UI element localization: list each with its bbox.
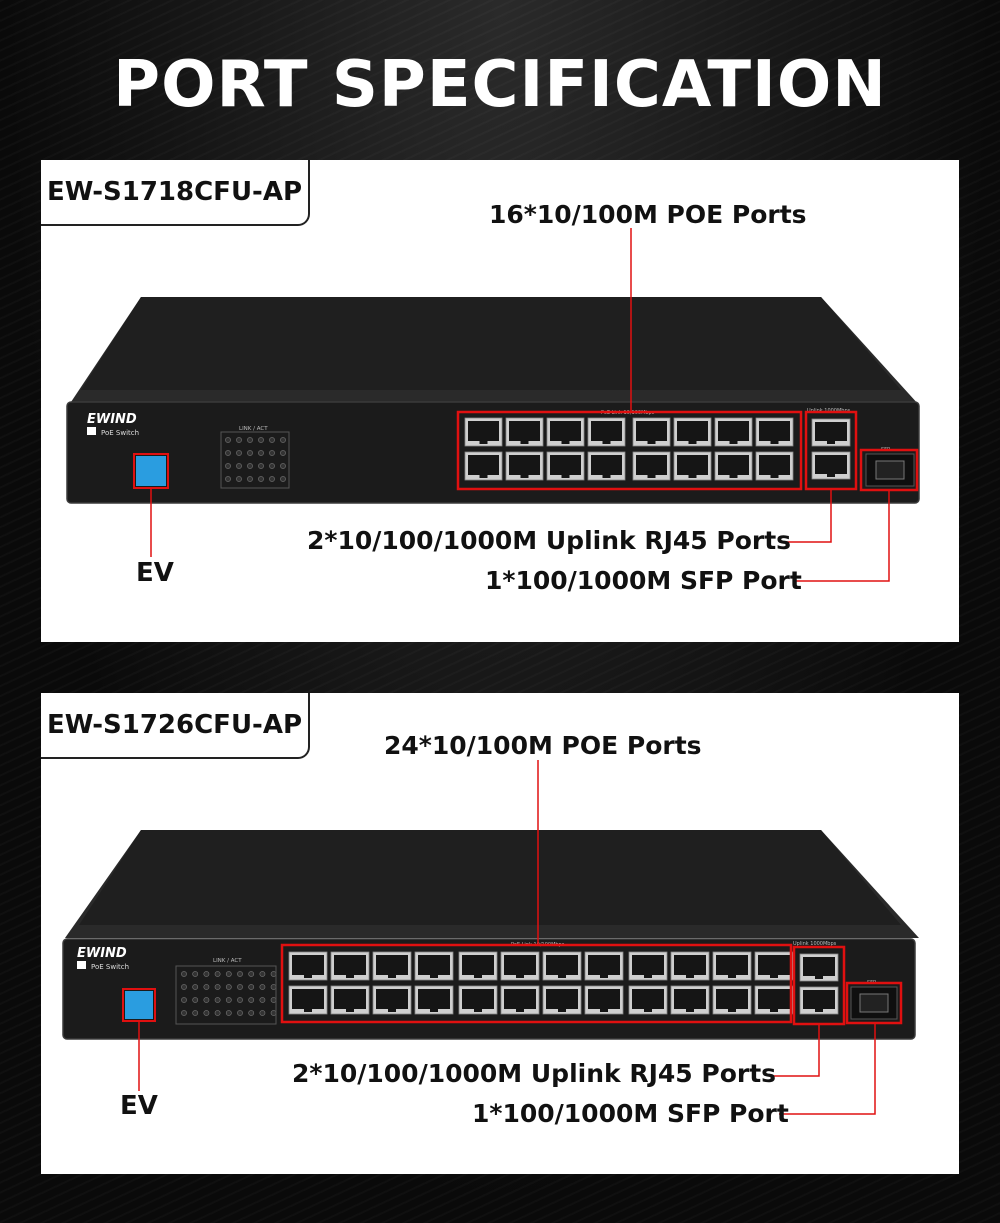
led-indicator xyxy=(181,1010,187,1016)
led-indicator xyxy=(181,971,187,977)
led-indicator xyxy=(259,984,266,990)
led-grid xyxy=(181,971,277,1016)
led-indicator xyxy=(236,437,242,443)
product-panel-2: EW-S1726CFU-AP EWIND PoE Switch LINK / A… xyxy=(41,693,959,1174)
led-indicator xyxy=(269,437,275,443)
uplink-ports xyxy=(799,953,839,1015)
led-indicator xyxy=(247,463,253,469)
led-indicator xyxy=(280,476,286,482)
sfp-port-label: 1*100/1000M SFP Port xyxy=(485,566,802,595)
led-indicator xyxy=(214,997,221,1003)
led-indicator xyxy=(225,984,232,990)
led-header: LINK / ACT xyxy=(213,958,242,964)
poe-highlight xyxy=(456,410,803,491)
led-indicator xyxy=(225,437,231,443)
led-grid xyxy=(225,437,286,482)
sfp-port-icon xyxy=(875,460,905,480)
led-indicator xyxy=(248,984,255,990)
led-indicator xyxy=(258,437,264,443)
led-indicator xyxy=(247,437,253,443)
led-indicator xyxy=(181,997,187,1003)
dip-switch-icon xyxy=(125,991,153,1019)
led-indicator xyxy=(225,463,231,469)
led-indicator xyxy=(203,1010,210,1016)
poe-ports xyxy=(464,417,794,481)
led-indicator xyxy=(280,463,286,469)
model-badge: EW-S1726CFU-AP xyxy=(41,693,310,759)
led-indicator xyxy=(258,450,264,456)
led-indicator xyxy=(192,1010,199,1016)
led-indicator xyxy=(237,971,243,977)
uplink-ports xyxy=(811,418,851,480)
led-indicator xyxy=(258,463,264,469)
led-indicator xyxy=(237,997,243,1003)
led-indicator xyxy=(192,997,199,1003)
led-indicator xyxy=(247,476,253,482)
led-indicator xyxy=(214,1010,221,1016)
led-indicator xyxy=(236,476,242,482)
brand-logo: EWIND xyxy=(87,412,137,427)
switch-subtitle: PoE Switch xyxy=(91,963,129,971)
led-indicator xyxy=(225,450,231,456)
led-indicator xyxy=(270,997,277,1003)
brand-logo: EWIND xyxy=(77,946,127,961)
led-indicator xyxy=(259,997,266,1003)
led-indicator xyxy=(214,984,221,990)
led-indicator xyxy=(248,971,255,977)
sfp-port-label: 1*100/1000M SFP Port xyxy=(472,1099,789,1128)
ev-label: EV xyxy=(136,558,174,588)
poe-ports-label: 24*10/100M POE Ports xyxy=(384,731,702,760)
led-indicator xyxy=(270,1010,277,1016)
poe-ports-label: 16*10/100M POE Ports xyxy=(489,200,807,229)
model-badge: EW-S1718CFU-AP xyxy=(41,160,310,226)
led-indicator xyxy=(258,476,264,482)
led-indicator xyxy=(280,450,286,456)
product-panel-1: EW-S1718CFU-AP EWIND PoE Switch LINK / A… xyxy=(41,160,959,642)
led-indicator xyxy=(269,476,275,482)
poe-ports xyxy=(288,951,794,1015)
sfp-port-icon xyxy=(859,993,889,1013)
led-indicator xyxy=(214,971,221,977)
uplink-ports-label: 2*10/100/1000M Uplink RJ45 Ports xyxy=(292,1059,777,1088)
led-indicator xyxy=(269,463,275,469)
led-indicator xyxy=(259,971,266,977)
page-title: PORT SPECIFICATION xyxy=(113,48,887,122)
switch-illustration: EWIND PoE Switch LINK / ACT PoE Link 10/… xyxy=(66,228,920,582)
uplink-ports-label: 2*10/100/1000M Uplink RJ45 Ports xyxy=(307,526,792,555)
led-indicator xyxy=(236,463,242,469)
sfp-highlight xyxy=(845,981,903,1025)
led-indicator xyxy=(248,1010,255,1016)
switch-subtitle: PoE Switch xyxy=(101,429,139,437)
led-indicator xyxy=(247,450,253,456)
led-indicator xyxy=(192,984,199,990)
led-indicator xyxy=(269,450,275,456)
led-indicator xyxy=(181,984,187,990)
led-indicator xyxy=(192,971,199,977)
led-indicator xyxy=(280,437,286,443)
led-indicator xyxy=(225,997,232,1003)
switch-illustration: EWIND PoE Switch LINK / ACT PoE Link 10/… xyxy=(62,760,919,1115)
led-indicator xyxy=(248,997,255,1003)
led-indicator xyxy=(270,984,277,990)
led-indicator xyxy=(237,984,243,990)
led-indicator xyxy=(203,984,210,990)
ev-label: EV xyxy=(120,1091,158,1121)
dip-switch-icon xyxy=(136,456,166,486)
led-indicator xyxy=(203,971,210,977)
poe-highlight xyxy=(280,943,793,1024)
led-indicator xyxy=(236,450,242,456)
led-indicator xyxy=(259,1010,266,1016)
led-indicator xyxy=(237,1010,243,1016)
uplink-header: Uplink 1000Mbps xyxy=(793,941,837,947)
led-indicator xyxy=(225,1010,232,1016)
led-header: LINK / ACT xyxy=(239,426,268,432)
led-indicator xyxy=(270,971,277,977)
led-indicator xyxy=(225,971,232,977)
led-indicator xyxy=(203,997,210,1003)
led-indicator xyxy=(225,476,231,482)
